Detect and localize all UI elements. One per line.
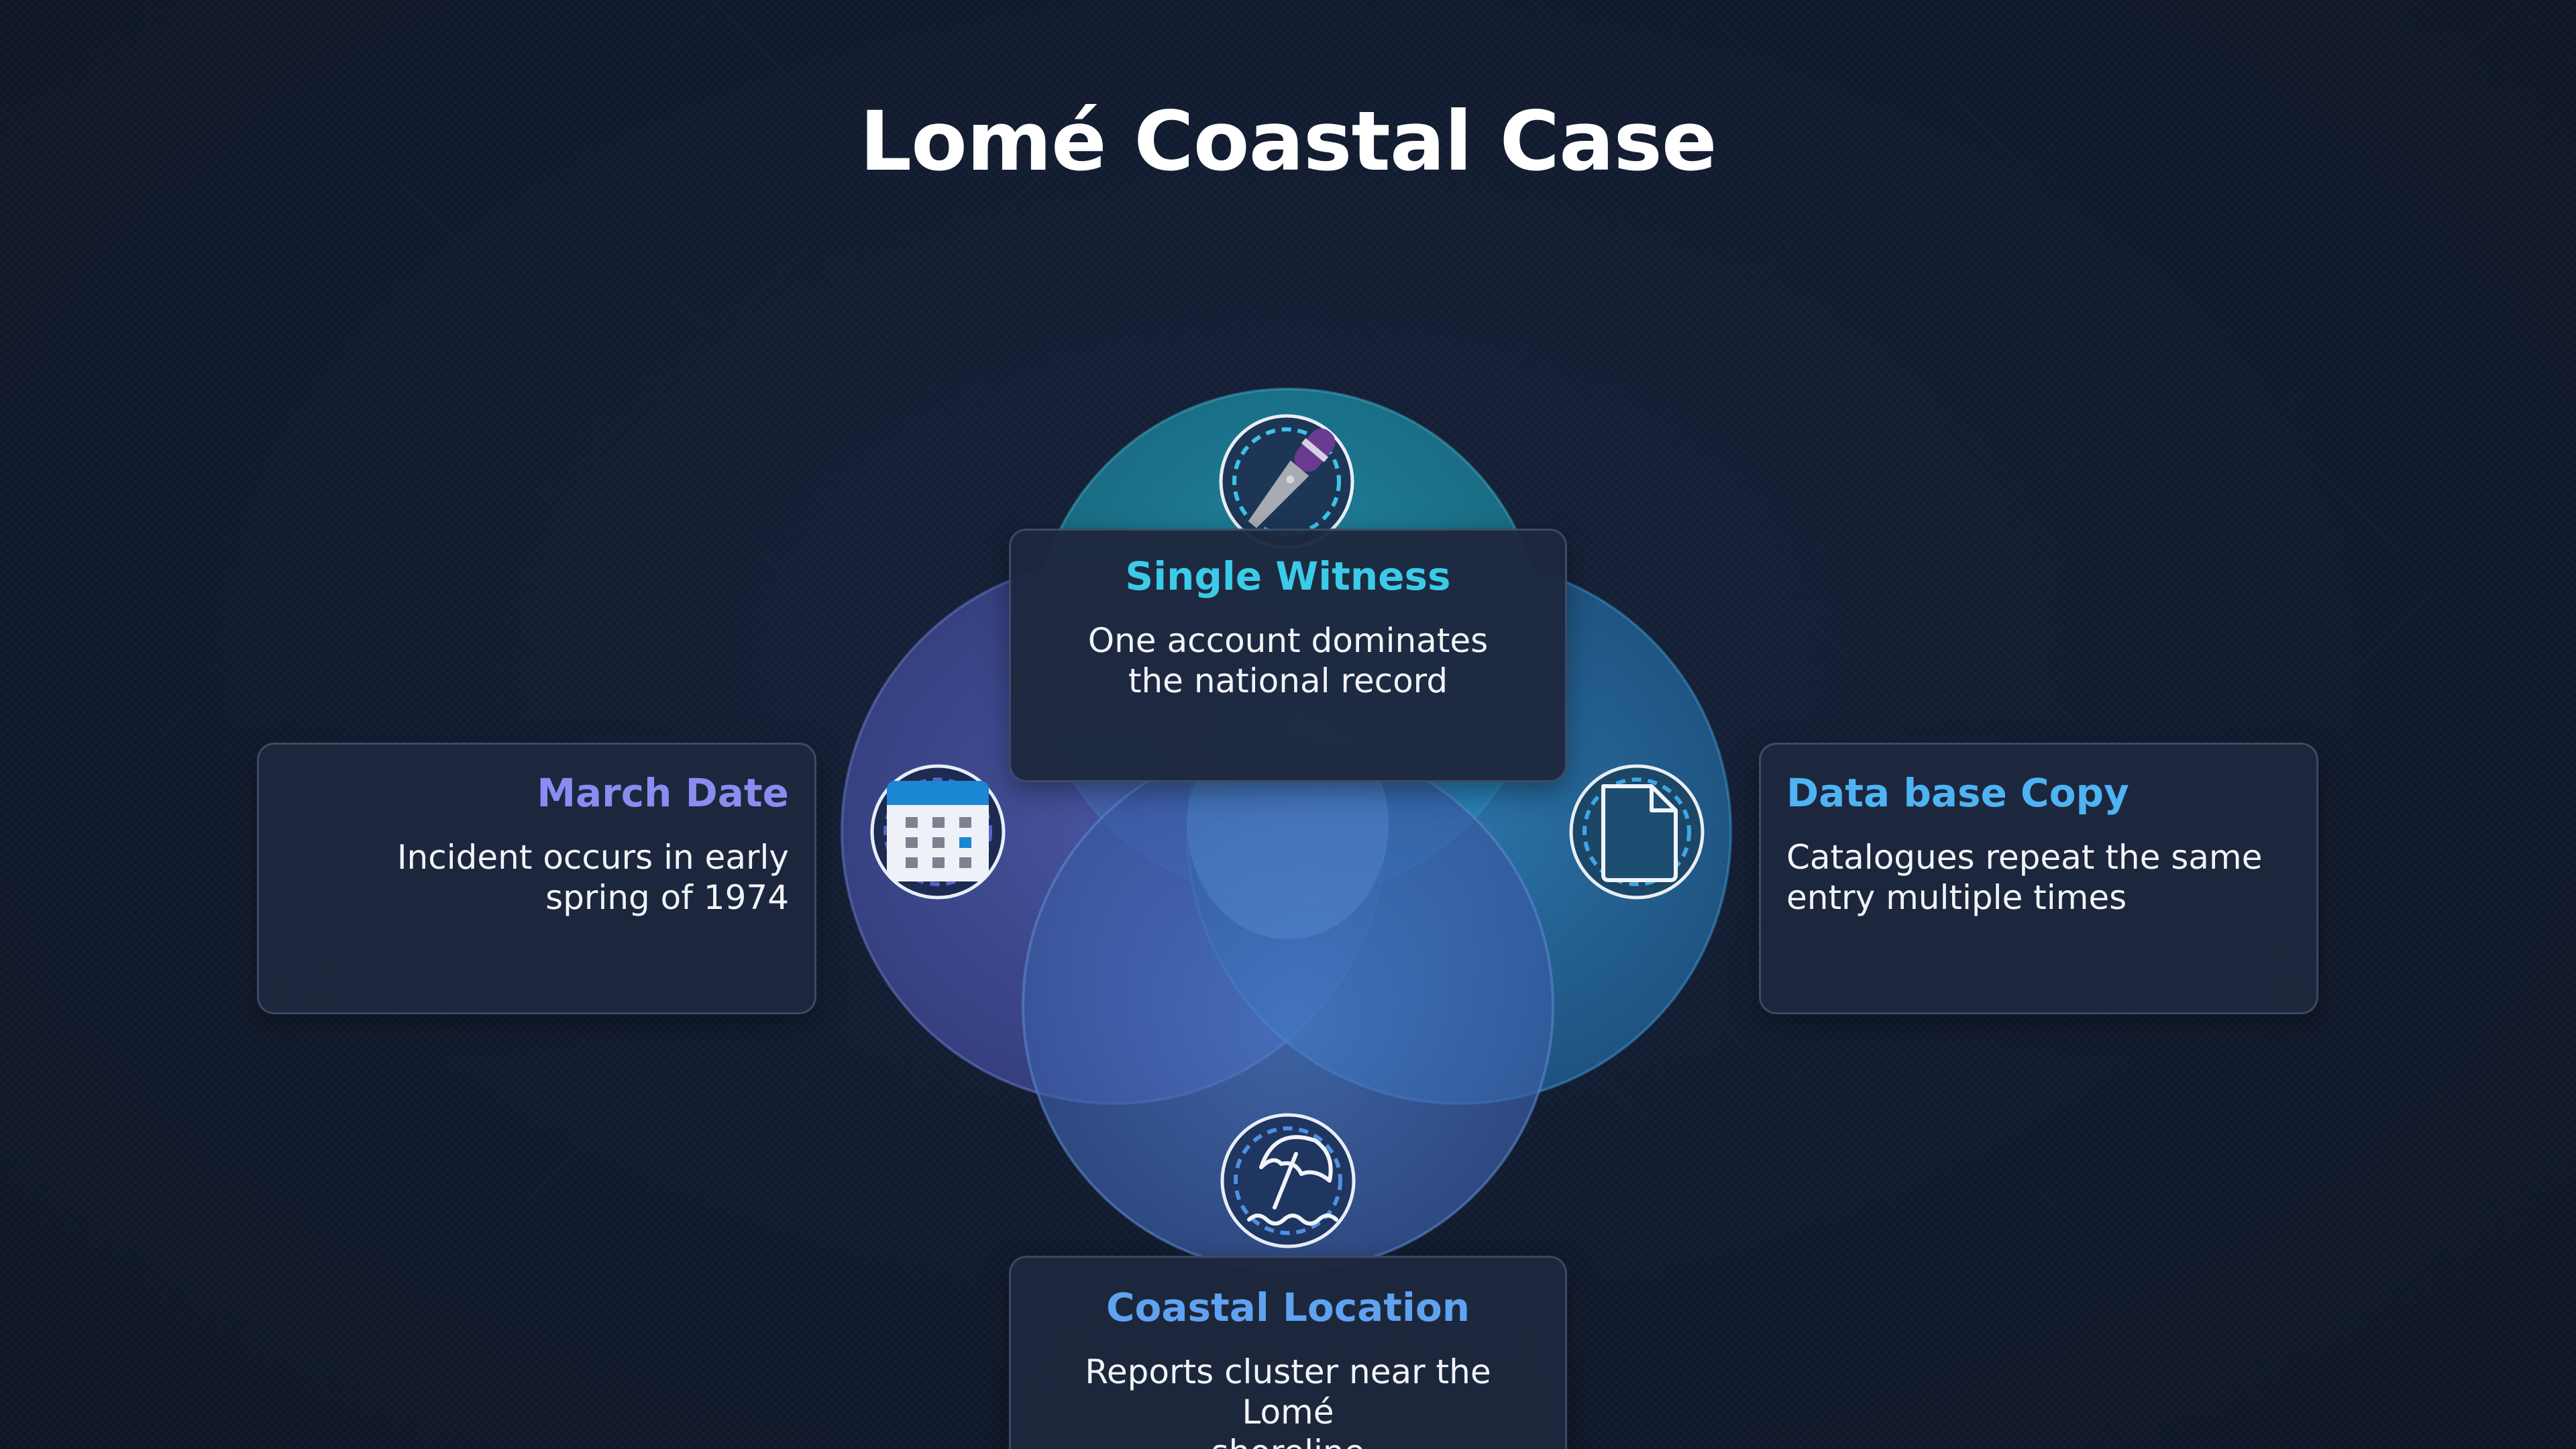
card-march-date: March Date Incident occurs in early spri… [257, 743, 816, 1014]
card-text-march-date: Incident occurs in early spring of 1974 [284, 837, 789, 918]
card-line: shoreline [1036, 1432, 1540, 1449]
calendar-icon [870, 764, 1006, 900]
card-text-coastal-location: Reports cluster near the Lomé shoreline [1036, 1352, 1540, 1449]
microphone-icon [1219, 414, 1354, 549]
card-line: the national record [1128, 661, 1448, 700]
card-coastal-location: Coastal Location Reports cluster near th… [1009, 1256, 1567, 1449]
card-database-copy: Data base Copy Catalogues repeat the sam… [1759, 743, 2318, 1014]
card-text-single-witness: One account dominates the national recor… [1036, 621, 1540, 701]
beach-umbrella-icon [1220, 1113, 1356, 1248]
card-line: Reports cluster near the Lomé [1085, 1352, 1491, 1432]
page-title: Lomé Coastal Case [859, 94, 1717, 189]
card-line: Catalogues repeat the same [1786, 837, 2263, 877]
card-title-coastal-location: Coastal Location [1106, 1285, 1470, 1330]
document-icon [1569, 764, 1705, 900]
card-single-witness: Single Witness One account dominates the… [1009, 529, 1567, 782]
card-line: entry multiple times [1786, 877, 2127, 917]
card-line: One account dominates [1087, 621, 1489, 660]
card-line: Incident occurs in early [396, 837, 789, 877]
card-line: spring of 1974 [545, 877, 789, 917]
card-title-single-witness: Single Witness [1125, 553, 1451, 599]
card-text-database-copy: Catalogues repeat the same entry multipl… [1786, 837, 2291, 918]
card-title-march-date: March Date [537, 770, 789, 816]
card-title-database-copy: Data base Copy [1786, 770, 2129, 816]
